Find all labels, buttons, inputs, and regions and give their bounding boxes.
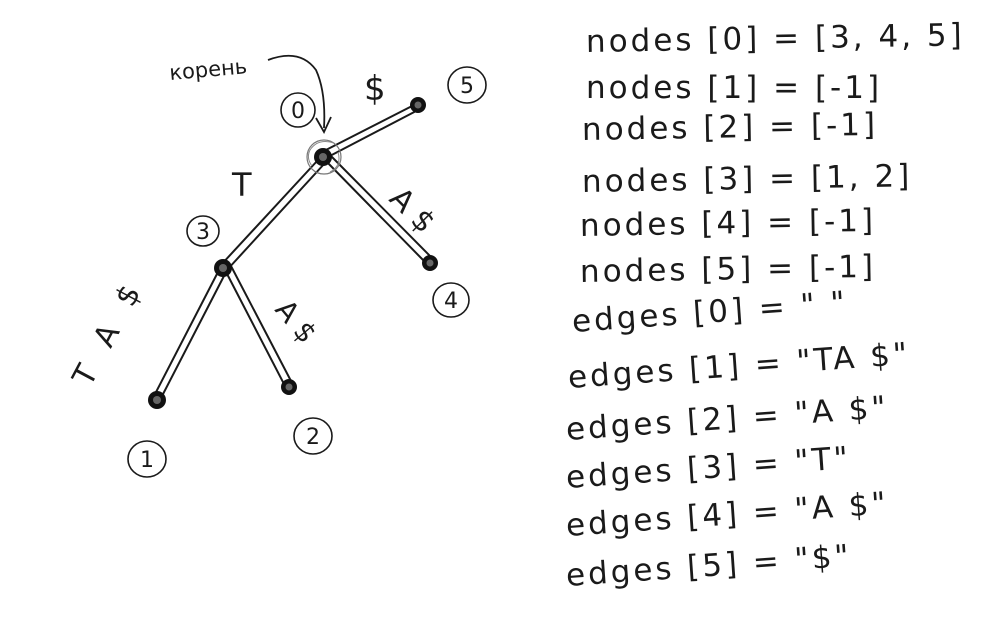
- edge-3-2-label: A $: [269, 293, 324, 349]
- node-1-dot: [148, 391, 166, 409]
- nodes-line-0: nodes [0] = [3, 4, 5]: [585, 17, 966, 60]
- node-id-circles: [127, 66, 487, 478]
- node-0-dot: [314, 148, 332, 166]
- nodes-line-3: nodes [3] = [1, 2]: [581, 158, 913, 200]
- edge-0-5-label: $: [364, 69, 386, 109]
- node-2-label: 2: [306, 425, 320, 450]
- node-2-circle: [293, 417, 333, 455]
- node-0-circle: [280, 92, 316, 128]
- edge-0-3-label: T: [231, 166, 252, 204]
- node-5-circle: [447, 66, 487, 104]
- nodes-line-4: nodes [4] = [-1]: [579, 202, 877, 244]
- node-2-dot: [281, 379, 297, 395]
- root-arrow-head: [315, 116, 332, 134]
- root-halo-scribble: [307, 141, 340, 173]
- node-1-label: 1: [140, 448, 154, 473]
- tree-edges: [153, 103, 433, 399]
- node-4-circle: [432, 282, 470, 318]
- edge-0-4: [324, 155, 433, 263]
- node-3-circle: [186, 215, 220, 247]
- node-4-dot: [422, 255, 438, 271]
- edge-3-2: [224, 265, 292, 385]
- nodes-line-1: nodes [1] = [-1]: [586, 70, 883, 106]
- root-halo: [306, 139, 342, 175]
- edge-0-3: [219, 159, 326, 271]
- node-5-dot: [410, 97, 426, 113]
- edge-0-4-label: A $: [382, 181, 442, 241]
- node-3-dot: [214, 259, 232, 277]
- node-5-label: 5: [460, 74, 474, 99]
- edge-3-1-label: T A $: [66, 272, 152, 393]
- node-id-labels: 0 5 3 4 1 2: [140, 74, 474, 473]
- node-3-label: 3: [196, 220, 210, 245]
- node-0-label: 0: [291, 99, 305, 124]
- edge-0-5: [321, 103, 421, 159]
- tree-nodes: [148, 97, 438, 409]
- root-annotation: корень: [168, 54, 248, 85]
- nodes-line-2: nodes [2] = [-1]: [581, 106, 879, 148]
- root-arrow: [267, 54, 326, 129]
- nodes-line-5: nodes [5] = [-1]: [579, 248, 877, 290]
- node-1-circle: [127, 440, 167, 478]
- edge-3-1: [153, 271, 226, 399]
- node-4-label: 4: [444, 289, 458, 314]
